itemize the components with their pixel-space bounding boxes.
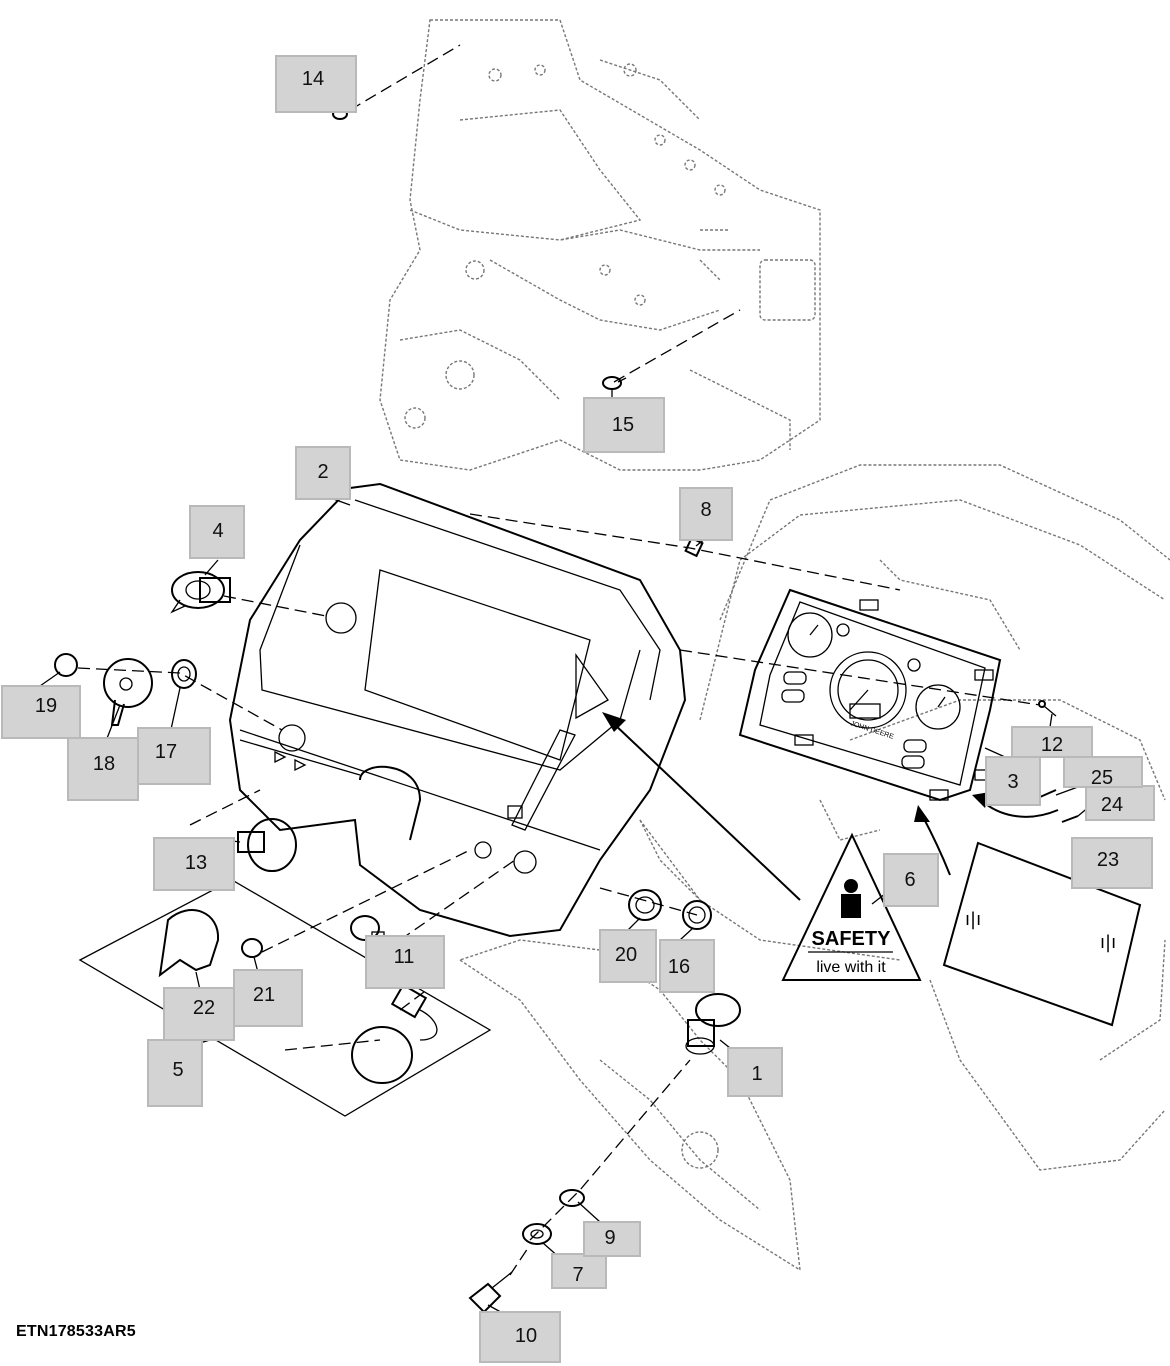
svg-text:5: 5 <box>172 1059 183 1081</box>
part-4-socket <box>170 571 231 614</box>
part-5-kit <box>78 879 492 1117</box>
callout-14: 14 <box>275 55 357 113</box>
svg-text:1: 1 <box>751 1063 762 1085</box>
callout-18: 18 <box>67 737 139 801</box>
ghost-lower-panel <box>458 819 801 1272</box>
svg-text:15: 15 <box>612 414 634 436</box>
callout-12: 12 <box>1011 726 1093 758</box>
callouts: 1 2 3 4 5 6 7 8 9 10 11 12 13 14 15 16 1… <box>1 55 1155 1363</box>
svg-text:16: 16 <box>668 956 690 978</box>
callout-9: 9 <box>583 1221 641 1257</box>
part-16-seal <box>682 900 712 930</box>
svg-text:18: 18 <box>93 753 115 775</box>
safety-decal-line2: live with it <box>816 959 886 976</box>
callout-15: 15 <box>583 397 665 453</box>
callout-25: 25 <box>1063 756 1143 789</box>
callout-4: 4 <box>189 505 245 559</box>
assembly-lines <box>77 44 1041 1276</box>
part-19-cap <box>54 653 78 677</box>
figure-id: ETN178533AR5 <box>16 1323 136 1340</box>
svg-text:2: 2 <box>317 461 328 483</box>
svg-text:19: 19 <box>35 695 57 717</box>
instrument-cluster: JOHN DEERE <box>738 588 1002 802</box>
callout-11: 11 <box>365 935 445 989</box>
part-25-pin <box>1039 789 1057 798</box>
callout-22: 22 <box>163 987 235 1041</box>
svg-text:8: 8 <box>700 499 711 521</box>
part-9-ring <box>559 1189 585 1207</box>
callout-6: 6 <box>883 853 939 907</box>
svg-text:25: 25 <box>1091 767 1113 789</box>
callout-5: 5 <box>147 1039 203 1107</box>
svg-text:22: 22 <box>193 997 215 1019</box>
svg-text:3: 3 <box>1007 771 1018 793</box>
callout-3: 3 <box>985 756 1041 806</box>
svg-text:6: 6 <box>904 869 915 891</box>
safety-decal: SAFETY live with it <box>781 832 922 981</box>
callout-21: 21 <box>233 969 303 1027</box>
callout-16: 16 <box>659 939 715 993</box>
svg-text:4: 4 <box>212 520 223 542</box>
svg-text:ı|ı: ı|ı <box>1100 932 1116 953</box>
callout-1: 1 <box>727 1047 783 1097</box>
svg-text:12: 12 <box>1041 734 1063 756</box>
callout-20: 20 <box>599 929 657 983</box>
svg-text:10: 10 <box>515 1325 537 1347</box>
callout-19: 19 <box>1 685 81 739</box>
ghost-dash-body <box>639 464 1170 1171</box>
svg-text:7: 7 <box>572 1264 583 1286</box>
part-18-knob <box>103 658 153 726</box>
safety-decal-line1: SAFETY <box>812 928 892 950</box>
part-20-seal <box>628 889 662 921</box>
svg-text:14: 14 <box>302 68 324 90</box>
part-13-switch <box>224 818 297 872</box>
callout-7: 7 <box>551 1253 607 1289</box>
svg-text:13: 13 <box>185 852 207 874</box>
part-17-nut <box>171 659 197 689</box>
svg-text:11: 11 <box>394 946 415 968</box>
part-1-ignition <box>685 993 741 1055</box>
part-12-screw <box>1038 700 1057 717</box>
callout-23: 23 <box>1071 837 1153 889</box>
callout-24: 24 <box>1085 785 1155 821</box>
svg-text:24: 24 <box>1101 794 1123 816</box>
dash-panel <box>228 482 687 938</box>
svg-text:21: 21 <box>253 984 275 1006</box>
callout-10: 10 <box>479 1311 561 1363</box>
svg-text:9: 9 <box>604 1227 615 1249</box>
ghost-frame-top <box>379 19 821 471</box>
callout-2: 2 <box>295 446 351 500</box>
svg-text:23: 23 <box>1097 849 1119 871</box>
part-10-key <box>468 1271 513 1314</box>
callout-17: 17 <box>137 727 211 785</box>
svg-text:17: 17 <box>155 741 177 763</box>
callout-8: 8 <box>679 487 733 541</box>
svg-text:ı|ı: ı|ı <box>965 909 981 930</box>
part-24-pin <box>1061 815 1079 823</box>
part-7-washer <box>522 1223 552 1245</box>
callout-13: 13 <box>153 837 235 891</box>
svg-text:20: 20 <box>615 944 637 966</box>
part-15-screw <box>602 376 627 390</box>
